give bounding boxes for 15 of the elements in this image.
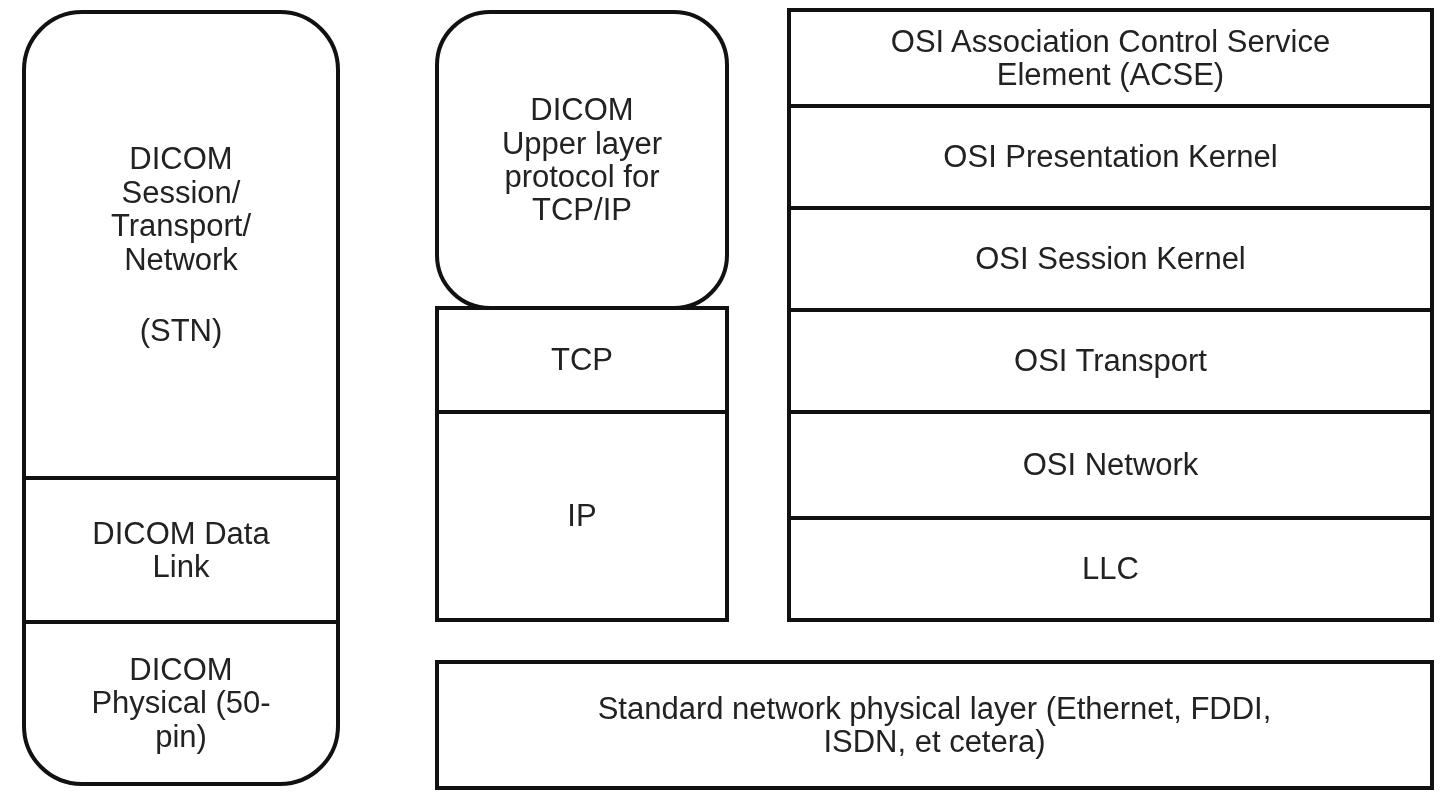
layer-name: TCP — [551, 343, 613, 377]
layer-name: OSI Association Control Service Element (ACSE) — [889, 24, 1332, 92]
layer-name: DICOM Data Link — [91, 516, 271, 584]
layer-name: OSI Network — [1022, 448, 1199, 482]
layer-name: OSI Session Kernel — [975, 242, 1246, 276]
layer-name: DICOM Physical (50-pin) — [90, 652, 272, 754]
layer-name: Standard network physical layer (Ethernet, FDDI, ISDN, et cetera) — [596, 691, 1273, 759]
layer-name: IP — [567, 499, 597, 533]
layer-name: OSI Transport — [1014, 344, 1207, 378]
layer-abbreviation: (STN) — [139, 314, 223, 348]
layer-box — [435, 660, 1434, 790]
layer-name: LLC — [1082, 552, 1139, 586]
layer-name: OSI Presentation Kernel — [943, 140, 1278, 174]
layer-name: DICOM Session/ Transport/ Network — [109, 142, 253, 277]
layer-name: DICOM Upper layer protocol for TCP/IP — [500, 93, 664, 227]
